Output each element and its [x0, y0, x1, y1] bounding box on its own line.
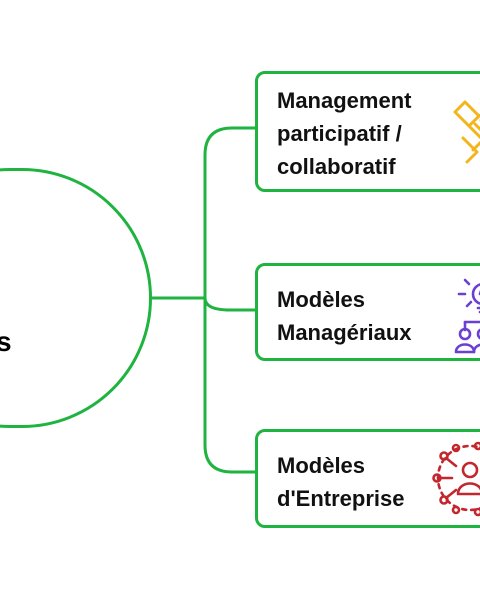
node-label-line: Managériaux — [277, 320, 412, 345]
node-label-line: d'Entreprise — [277, 486, 405, 511]
node-label-line: Modèles — [277, 453, 366, 478]
node-label-line: participatif / — [277, 121, 402, 146]
node-label-line: Management — [277, 88, 412, 113]
node-management-participatif[interactable]: Management participatif / collaboratif — [255, 71, 480, 192]
network-person-icon — [432, 441, 480, 517]
node-modeles-manageriaux[interactable]: Modèles Managériaux — [255, 263, 480, 361]
node-label-line: Modèles — [277, 287, 366, 312]
handshake-icon — [453, 100, 480, 164]
node-modeles-entreprise[interactable]: Modèles d'Entreprise — [255, 429, 480, 528]
team-idea-icon — [454, 278, 480, 354]
node-label-line: collaboratif — [277, 154, 396, 179]
central-node-label: s — [0, 326, 12, 357]
